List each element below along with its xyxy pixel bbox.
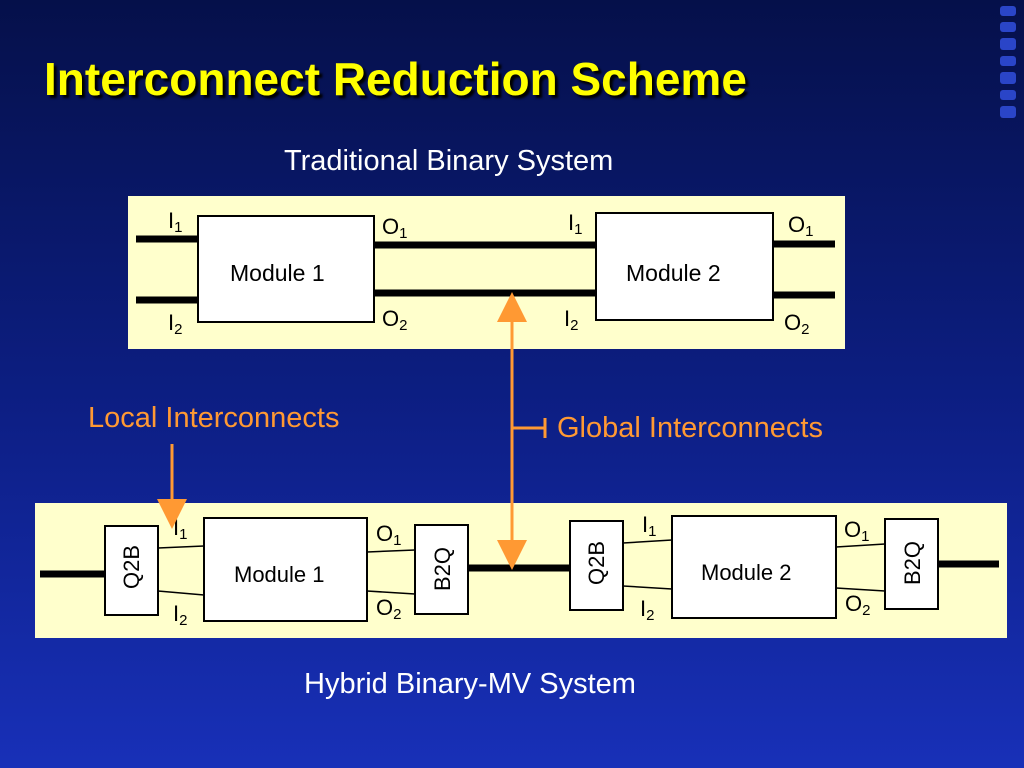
port-label-o1: O1	[382, 214, 408, 242]
hybrid-system-diagram	[35, 503, 1007, 638]
traditional-system-diagram	[128, 196, 845, 349]
global-interconnects-label: Global Interconnects	[557, 412, 823, 444]
b2q-left-label: B2Q	[430, 546, 455, 591]
local-interconnects-label: Local Interconnects	[88, 402, 340, 434]
hybrid-system-caption: Hybrid Binary-MV System	[304, 668, 636, 700]
traditional-system-panel: Module 1 Module 2 I1 I2 O1 O2 I1 I2 O1 O…	[128, 196, 845, 349]
local-line-i1	[157, 545, 205, 549]
port-label-i2: I2	[640, 596, 655, 624]
q2b-left-label: Q2B	[119, 544, 144, 589]
q2b-right-box	[569, 520, 624, 611]
port-label-o2: O2	[845, 591, 871, 619]
module2-box	[671, 515, 837, 619]
port-label-o1: O1	[844, 517, 870, 545]
module1-label: Module 1	[234, 562, 325, 587]
traditional-system-caption: Traditional Binary System	[284, 145, 614, 177]
port-label-i1: I1	[168, 208, 183, 236]
port-label-i2: I2	[564, 306, 579, 334]
b2q-right-box	[884, 518, 939, 610]
local-line-o2	[366, 590, 416, 595]
port-label-o1: O1	[376, 521, 402, 549]
local-line-i2	[157, 590, 205, 596]
local-line-i1	[622, 539, 673, 544]
local-line-o2	[835, 587, 886, 592]
b2q-right-label: B2Q	[900, 540, 925, 585]
module2-label: Module 2	[626, 260, 721, 286]
port-label-o2: O2	[784, 310, 810, 338]
q2b-left-box	[104, 525, 159, 616]
port-label-i1: I1	[568, 210, 583, 238]
module2-label: Module 2	[701, 560, 792, 585]
port-label-i2: I2	[173, 601, 188, 629]
module1-box	[197, 215, 375, 323]
module1-box	[203, 517, 368, 622]
port-label-o2: O2	[376, 595, 402, 623]
q2b-right-label: Q2B	[584, 540, 609, 585]
hybrid-system-panel: Module 1 Module 2 Q2B B2Q Q2B B2Q I1 I2 …	[35, 503, 1007, 638]
local-line-o1	[366, 549, 416, 553]
page-title: Interconnect Reduction Scheme	[44, 53, 747, 105]
port-label-i2: I2	[168, 310, 183, 338]
module2-box	[595, 212, 774, 321]
local-line-o1	[835, 543, 886, 548]
local-line-i2	[622, 585, 673, 590]
port-label-i1: I1	[173, 515, 188, 543]
module1-label: Module 1	[230, 260, 325, 286]
port-label-i1: I1	[642, 512, 657, 540]
port-label-o2: O2	[382, 306, 408, 334]
port-label-o1: O1	[788, 212, 814, 240]
corner-logo-mark	[1000, 6, 1016, 118]
